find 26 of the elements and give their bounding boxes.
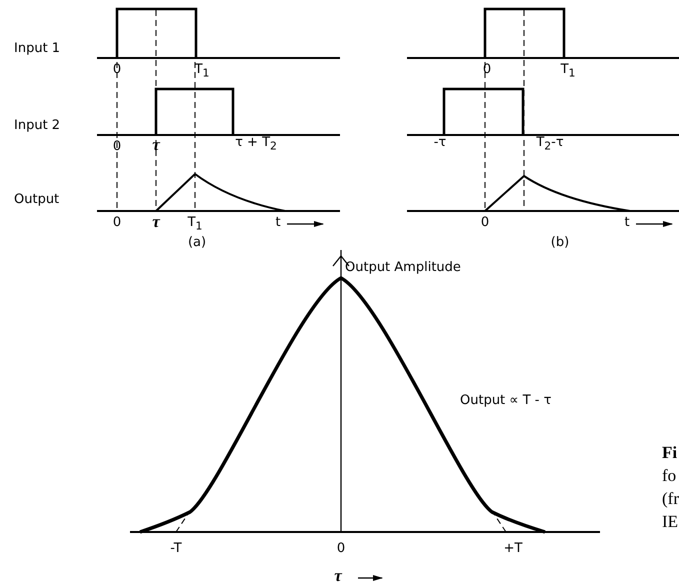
signal-label: Input 2	[14, 119, 60, 132]
tick-label: T$_{1}$	[188, 216, 202, 232]
tick-label: T$_{1}$	[560, 63, 576, 80]
tick-label: τ	[152, 213, 160, 230]
signal-label: Input 1	[14, 42, 60, 55]
tick-label: 0	[112, 216, 122, 229]
tick-label: τ + T$_{2}$	[235, 136, 277, 152]
caption-text: IE	[662, 513, 678, 530]
axis-label: t	[624, 216, 630, 229]
tick-label: 0	[480, 216, 490, 229]
annotation-text: Output ∝ T - τ	[460, 394, 552, 407]
tick-label: 0	[112, 140, 122, 153]
caption-text: fo	[662, 467, 676, 484]
panel-label: (b)	[550, 236, 570, 249]
caption-text: Fi	[662, 444, 678, 461]
tick-label: 0	[336, 542, 346, 555]
caption-text: (fr	[662, 490, 679, 507]
axis-label: Output Amplitude	[345, 261, 461, 274]
tick-label: T$_{2}$-τ	[536, 136, 564, 152]
axis-label: t	[275, 216, 281, 229]
axis-label: τ	[334, 567, 342, 584]
panel-label: (a)	[188, 236, 206, 249]
tick-label: -τ	[434, 136, 446, 149]
tick-label: -T	[170, 542, 182, 555]
signal-label: Output	[14, 193, 60, 206]
tick-label: +T	[504, 542, 522, 555]
